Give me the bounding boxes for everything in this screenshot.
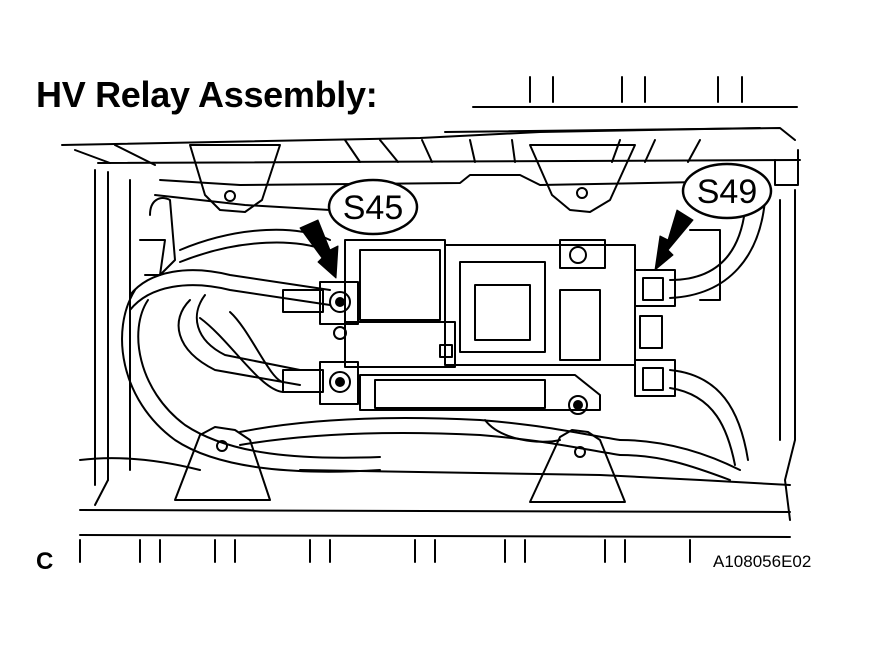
side-frames (94, 169, 796, 521)
upper-bracket-left (189, 144, 281, 213)
s45-terminals (199, 281, 359, 405)
relay-main-body (344, 239, 636, 411)
upper-bracket-right (529, 144, 636, 213)
top-frame (61, 127, 801, 186)
callout-arrow-icon (654, 209, 694, 271)
bottom-frame (79, 457, 791, 563)
callout-s45: S45 (327, 178, 419, 236)
callout-s45-label: S45 (343, 189, 404, 227)
callout-arrow-icon (299, 219, 339, 279)
lower-bracket-left (174, 426, 271, 501)
figure-title: HV Relay Assembly: (36, 74, 378, 115)
rear-rail (159, 174, 701, 186)
mounting-bolts (568, 395, 588, 415)
corner-label: C (36, 548, 54, 575)
callout-s49-label: S49 (697, 173, 758, 211)
rear-cable-upper (154, 194, 331, 211)
header-rule (472, 76, 798, 108)
lower-cable-harness (239, 417, 741, 481)
s49-connectors (634, 199, 766, 466)
callout-s49: S49 (681, 162, 773, 220)
figure-code: A108056E02 (713, 552, 812, 571)
lower-bracket-right (529, 429, 626, 503)
